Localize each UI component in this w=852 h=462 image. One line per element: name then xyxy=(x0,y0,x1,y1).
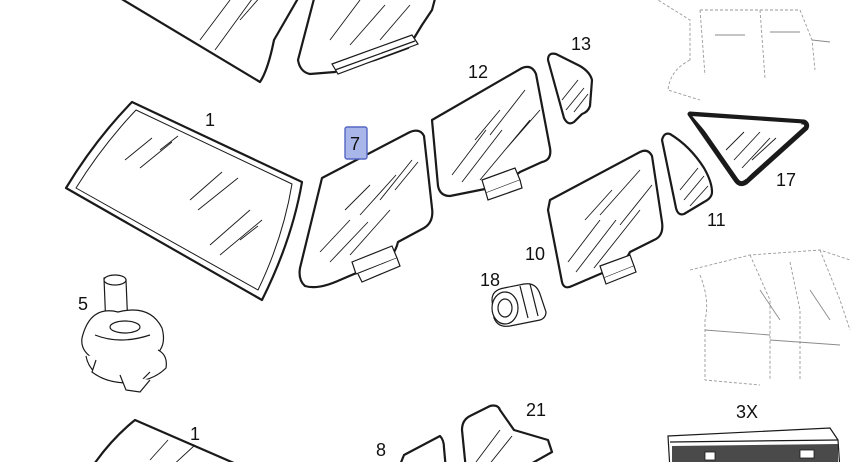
callout-7: 7 xyxy=(350,134,360,154)
callout-1-bottom: 1 xyxy=(190,424,200,444)
callout-3x: 3X xyxy=(736,402,758,422)
callout-10: 10 xyxy=(525,244,545,264)
rear-door-glass-part-12 xyxy=(430,65,552,201)
callout-21: 21 xyxy=(526,400,546,420)
front-door-glass-part-7 xyxy=(298,129,434,289)
callout-1-top: 1 xyxy=(205,110,215,130)
door-glass-part-8-partial xyxy=(400,434,447,462)
windshield-part-1 xyxy=(64,100,304,302)
quarter-glass-part-11 xyxy=(660,132,714,216)
callout-7-highlight[interactable] xyxy=(344,126,368,160)
quarter-glass-seal-part-17 xyxy=(687,111,810,187)
callout-5: 5 xyxy=(78,294,88,314)
callout-11: 11 xyxy=(707,210,726,230)
callout-17: 17 xyxy=(776,170,796,190)
quarter-glass-part-13 xyxy=(546,52,594,125)
callout-13: 13 xyxy=(571,34,591,54)
rear-door-glass-part-10 xyxy=(546,149,664,289)
callout-12: 12 xyxy=(468,62,488,82)
callout-8: 8 xyxy=(376,440,386,460)
door-glass-part-21-partial xyxy=(460,404,554,462)
kit-box-3x-partial xyxy=(667,427,841,462)
windshield-top-partial xyxy=(121,0,299,84)
callout-18: 18 xyxy=(480,270,500,290)
nut-part-18 xyxy=(491,283,547,327)
car-silhouette-top-right xyxy=(657,0,831,101)
car-silhouette-right xyxy=(689,249,851,386)
door-glass-top-partial xyxy=(296,0,436,76)
clip-fastener-part-5 xyxy=(81,274,167,393)
windshield-bottom-partial xyxy=(94,418,235,462)
